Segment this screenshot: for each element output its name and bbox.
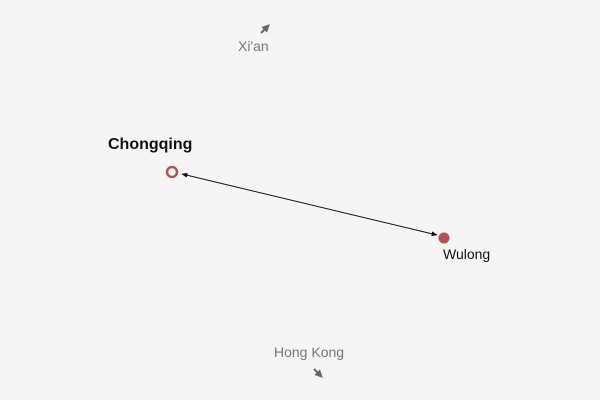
chongqing-label: Chongqing xyxy=(108,136,193,153)
hongkong-arrow-icon xyxy=(313,368,323,378)
hongkong-label: Hong Kong xyxy=(274,344,345,360)
xian-arrow-icon xyxy=(260,24,270,34)
xian-label: Xi'an xyxy=(238,38,269,54)
wulong-marker[interactable] xyxy=(438,232,450,244)
route-line xyxy=(181,172,438,237)
wulong-label: Wulong xyxy=(443,246,491,262)
chongqing-marker[interactable] xyxy=(165,165,179,179)
